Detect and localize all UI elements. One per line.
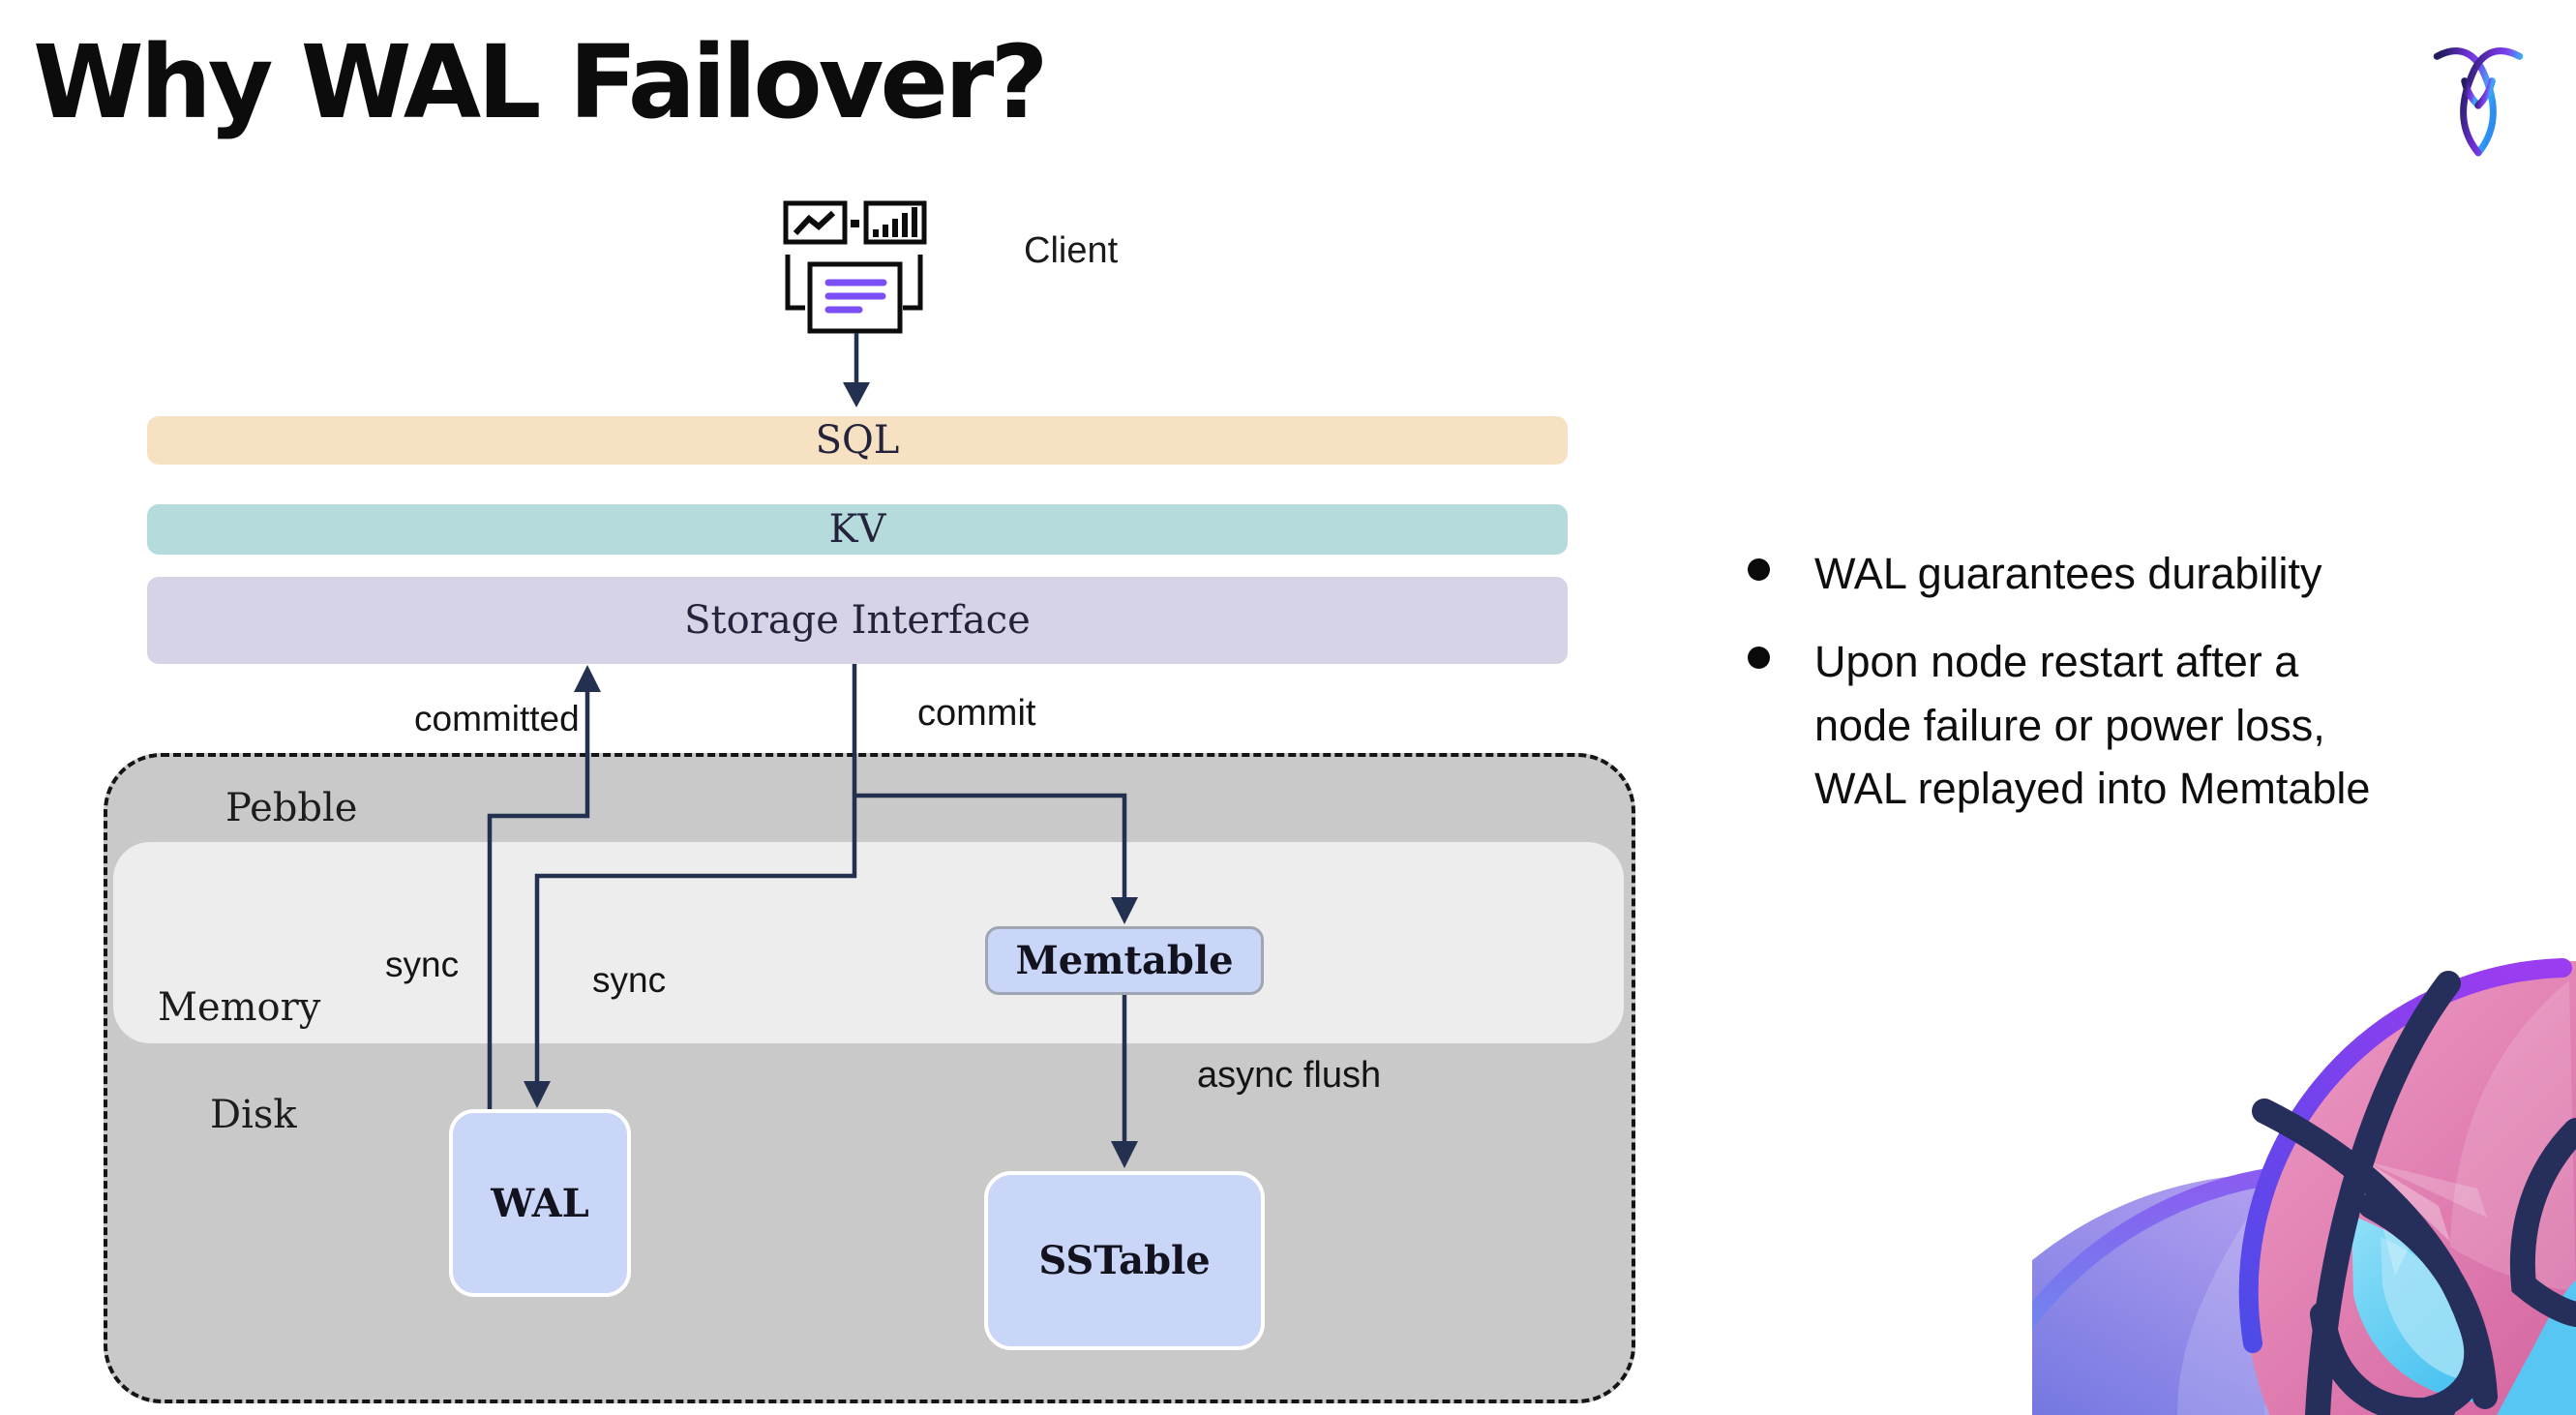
sync-right-label: sync (592, 960, 667, 1000)
disk-label: Disk (210, 1093, 297, 1137)
layer-sql: SQL (147, 416, 1568, 465)
async-flush-label: async flush (1197, 1055, 1382, 1096)
bullet-dot (1748, 647, 1770, 670)
list-item: WAL guarantees durability (1748, 542, 2541, 605)
layer-storage-interface: Storage Interface (147, 577, 1568, 664)
dash-connector-icon (851, 220, 859, 227)
list-item: Upon node restart after a node failure o… (1748, 630, 2541, 820)
layer-sql-label: SQL (815, 418, 900, 463)
committed-arrowhead (574, 665, 601, 692)
memtable-box: Memtable (985, 926, 1264, 995)
pebble-label: Pebble (225, 786, 358, 830)
line-chart-icon (783, 200, 848, 245)
bullet-text: WAL guarantees durability (1814, 549, 2322, 598)
brand-art (2032, 958, 2576, 1415)
wal-label: WAL (491, 1180, 589, 1226)
layer-kv-label: KV (828, 507, 886, 552)
memory-band (113, 842, 1624, 1043)
memtable-label: Memtable (1015, 938, 1234, 983)
layer-kv: KV (147, 504, 1568, 555)
committed-arrow-label: committed (414, 699, 580, 738)
client-label: Client (1024, 230, 1119, 271)
sstable-box: SSTable (984, 1171, 1265, 1350)
client-icon (783, 200, 927, 334)
sstable-label: SSTable (1038, 1238, 1211, 1283)
bullet-dot (1748, 558, 1770, 581)
bullet-text: Upon node restart after a node failure o… (1814, 637, 2371, 813)
bar-chart-icon (863, 200, 927, 245)
wal-box: WAL (449, 1109, 631, 1297)
bracket-icons (785, 255, 923, 311)
document-icon (807, 261, 903, 334)
memory-label: Memory (158, 985, 321, 1030)
bullet-list: WAL guarantees durability Upon node rest… (1748, 542, 2541, 820)
commit-arrow-label: commit (917, 693, 1036, 734)
layer-storage-label: Storage Interface (684, 598, 1031, 643)
page-title: Why WAL Failover? (33, 23, 1049, 141)
sync-left-label: sync (385, 945, 460, 984)
cockroachdb-logo-icon (2433, 47, 2524, 157)
